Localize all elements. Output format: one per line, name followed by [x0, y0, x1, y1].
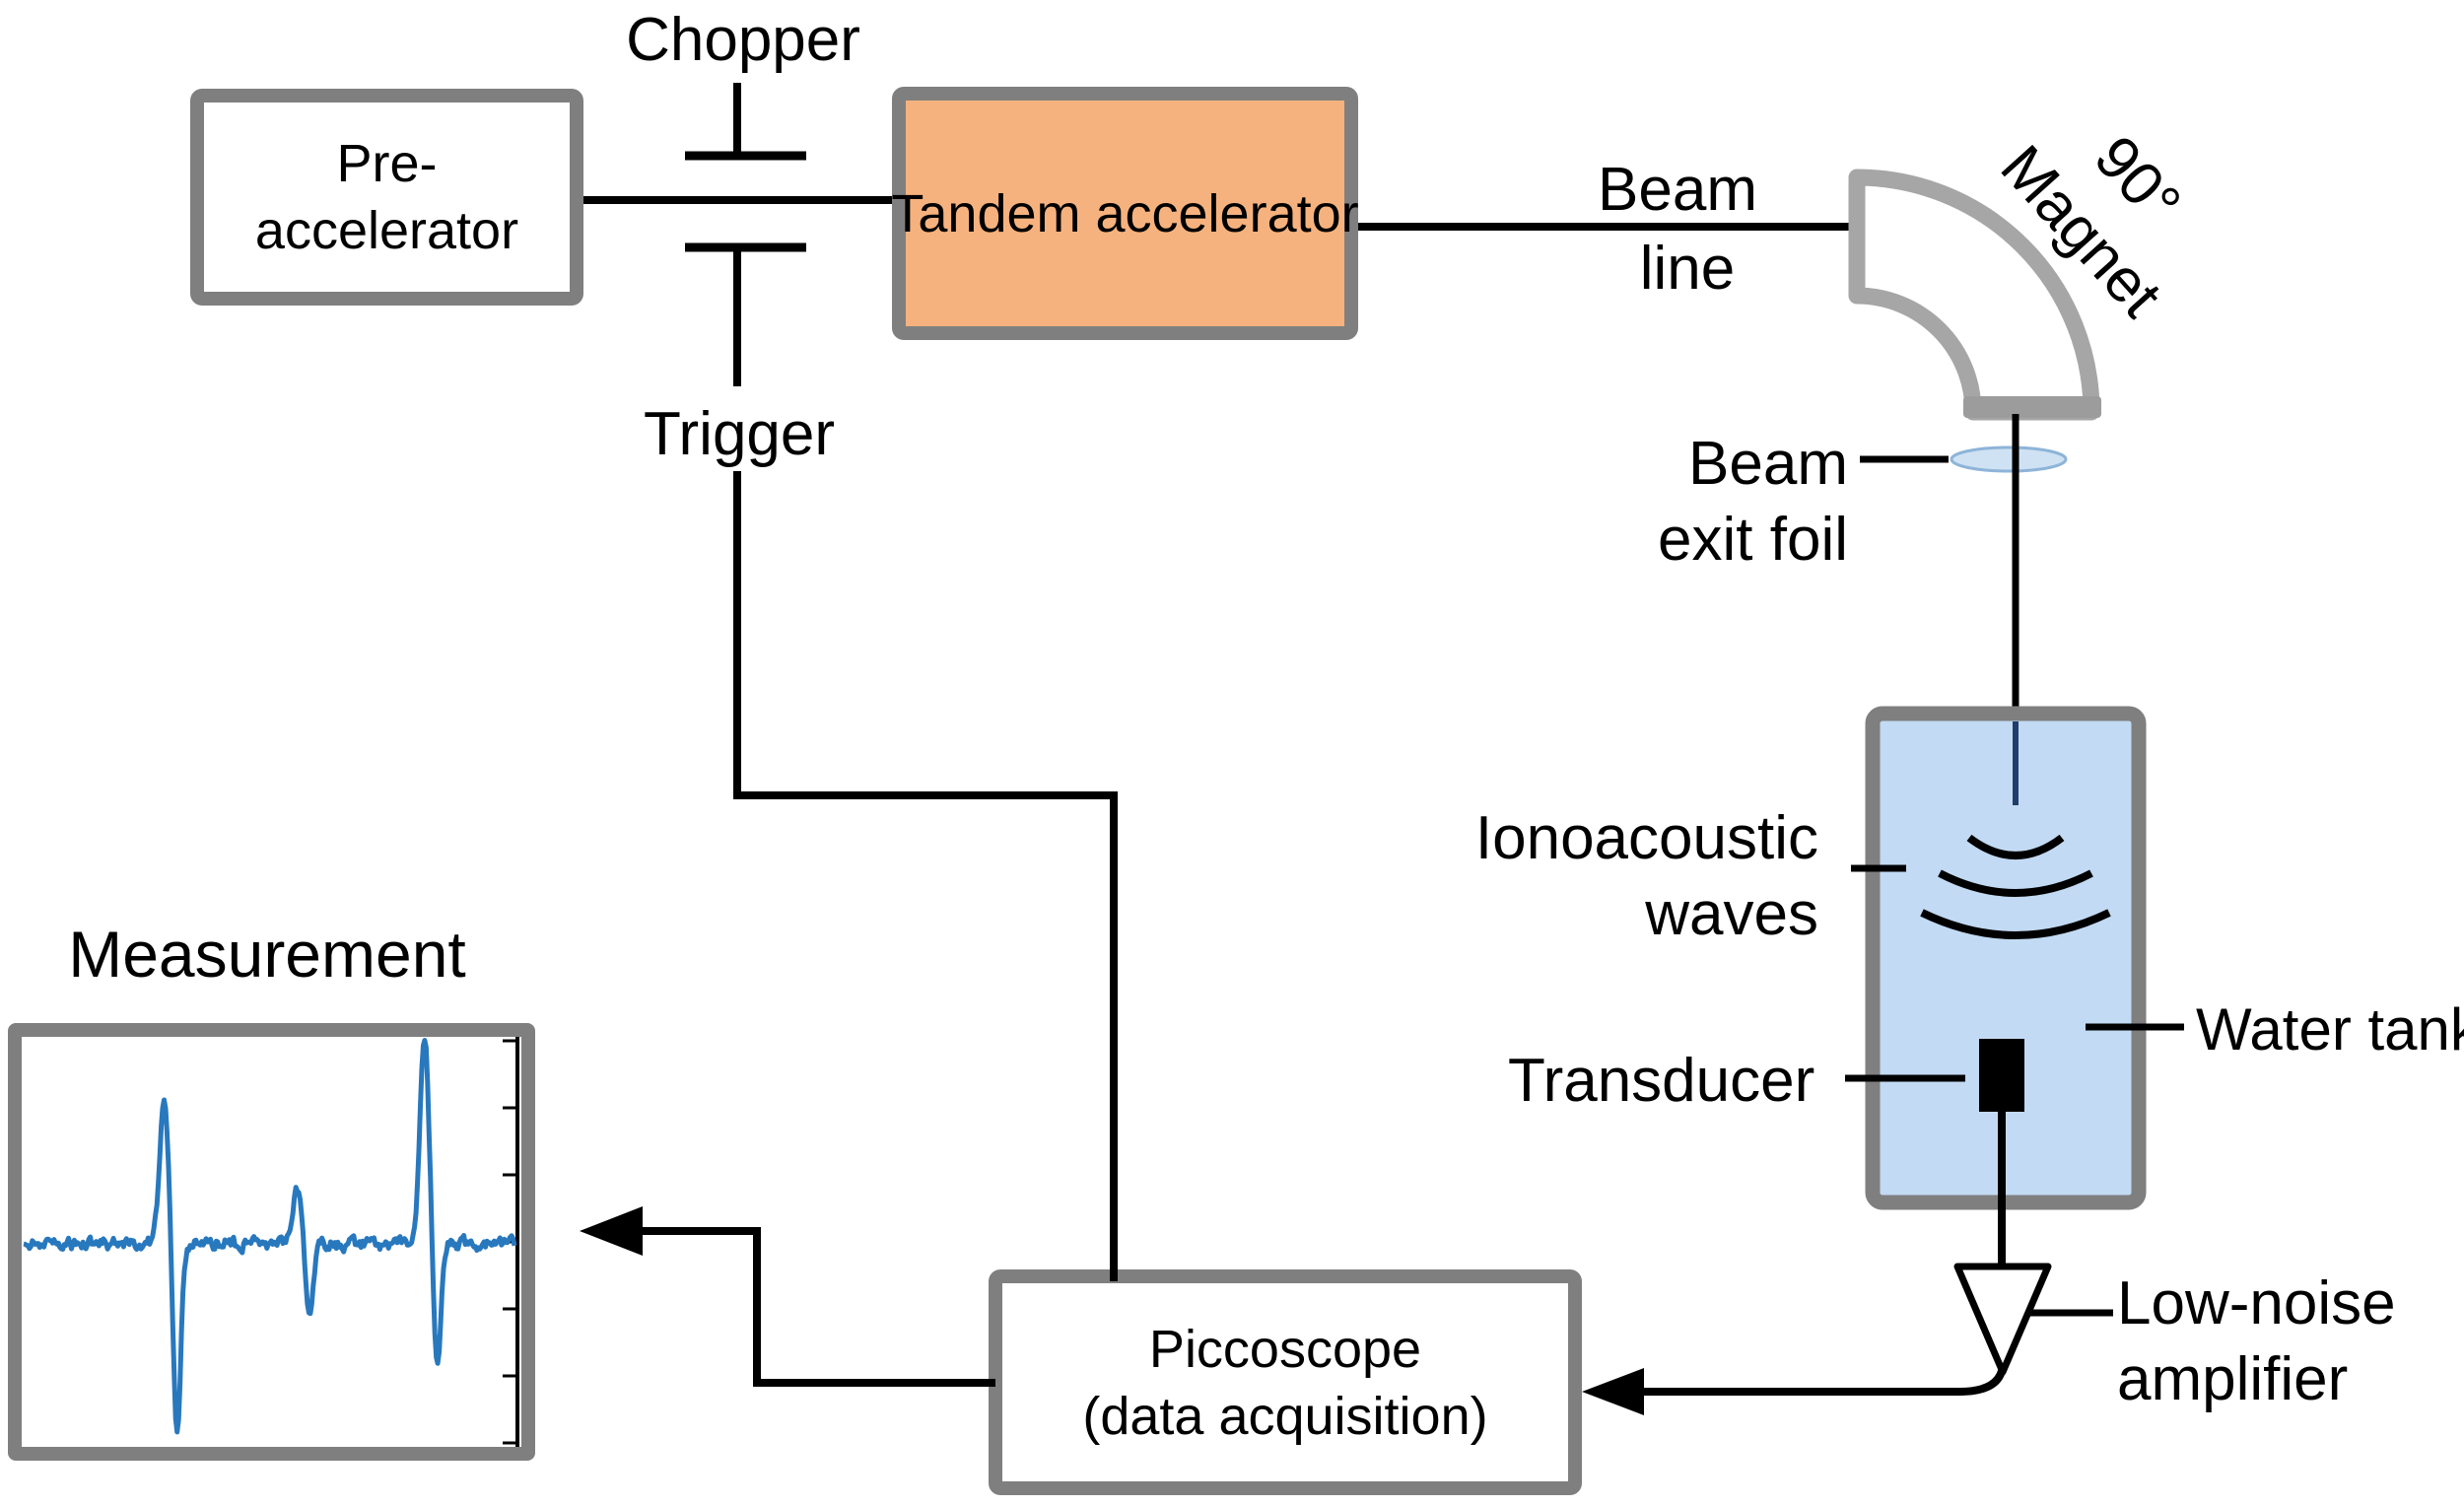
arrowhead-into-measurement: [580, 1206, 643, 1256]
low-noise-amplifier-label-line1: Low-noise: [2117, 1269, 2396, 1337]
piccoscope-box: Piccoscope (data acquisition): [989, 1269, 1582, 1495]
transducer: [1979, 1039, 2024, 1112]
pre-accelerator-label-line2: accelerator: [254, 201, 519, 260]
magnet-90deg: [1848, 169, 2100, 421]
low-noise-amplifier-label: Low-noise amplifier: [2117, 1266, 2464, 1417]
magnet-exit-face: [1963, 396, 2101, 418]
ionoacoustic-waves-label: Ionoacoustic waves: [1424, 800, 1818, 952]
measurement-title: Measurement: [68, 918, 466, 991]
arrowhead-into-piccoscope: [1582, 1368, 1644, 1415]
ionoacoustic-waves-label-line1: Ionoacoustic: [1474, 804, 1818, 872]
beam-exit-foil-label: Beam exit foil: [1552, 426, 1848, 578]
wave-arc-1: [1966, 834, 2065, 859]
pre-accelerator-label-line1: Pre-: [336, 134, 438, 193]
amplifier-to-piccoscope-line: [1631, 1365, 2007, 1396]
ionoacoustic-signal-trace: [23, 1038, 517, 1435]
piccoscope-label-line1: Piccoscope: [1148, 1319, 1422, 1379]
beam-exit-foil: [1950, 445, 2068, 473]
amplifier-triangle: [1953, 1263, 2052, 1376]
wave-arc-3: [1920, 909, 2111, 939]
transducer-label: Transducer: [1508, 1047, 1815, 1115]
beam-exit-foil-label-line2: exit foil: [1658, 506, 1848, 574]
water-tank-label: Water tank: [2196, 996, 2464, 1062]
ionoacoustic-waves-label-line2: waves: [1645, 880, 1818, 948]
beam-line-label-line2: line: [1639, 235, 1736, 303]
trigger-label: Trigger: [643, 400, 836, 468]
piccoscope-to-measurement-line: [636, 1227, 995, 1387]
tandem-accelerator-label: Tandem accelerator: [891, 183, 1359, 243]
trigger-line: [733, 471, 1118, 1281]
tandem-accelerator-box: Tandem accelerator: [891, 87, 1359, 340]
piccoscope-label-line2: (data acquisition): [1082, 1386, 1488, 1446]
pre-accelerator-box: Pre- accelerator: [190, 89, 583, 306]
beam-exit-foil-label-line1: Beam: [1688, 430, 1848, 498]
beam-line-label-line1: Beam: [1598, 156, 1757, 224]
low-noise-amplifier-label-line2: amplifier: [2117, 1345, 2349, 1413]
chopper-label: Chopper: [626, 6, 860, 74]
wave-arc-2: [1938, 869, 2093, 897]
